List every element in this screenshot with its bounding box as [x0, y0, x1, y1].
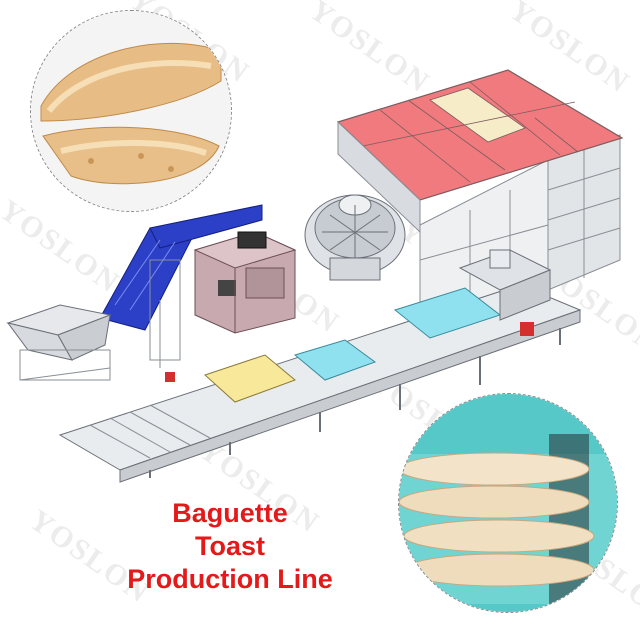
cyan-belt	[293, 339, 377, 381]
yellow-belt	[204, 354, 296, 403]
baguettes-on-conveyor-photo	[398, 393, 618, 613]
flour-hopper	[6, 304, 112, 381]
product-title-line-1: Baguette	[172, 498, 288, 528]
dough-rounder	[304, 194, 406, 281]
baguette-toast-image	[31, 11, 231, 211]
product-title-line-2: Toast	[194, 531, 265, 561]
dough-divider	[193, 231, 297, 334]
baguette-toast-photo	[30, 10, 232, 212]
product-title: Baguette Toast Production Line	[95, 497, 365, 596]
proofer-cabinet	[336, 69, 624, 321]
moulding-conveyor	[58, 284, 582, 483]
dough-elevator	[99, 204, 263, 368]
baguettes-on-conveyor-image	[399, 394, 617, 612]
baguette-moulder	[458, 249, 552, 321]
product-title-line-3: Production Line	[127, 564, 333, 594]
